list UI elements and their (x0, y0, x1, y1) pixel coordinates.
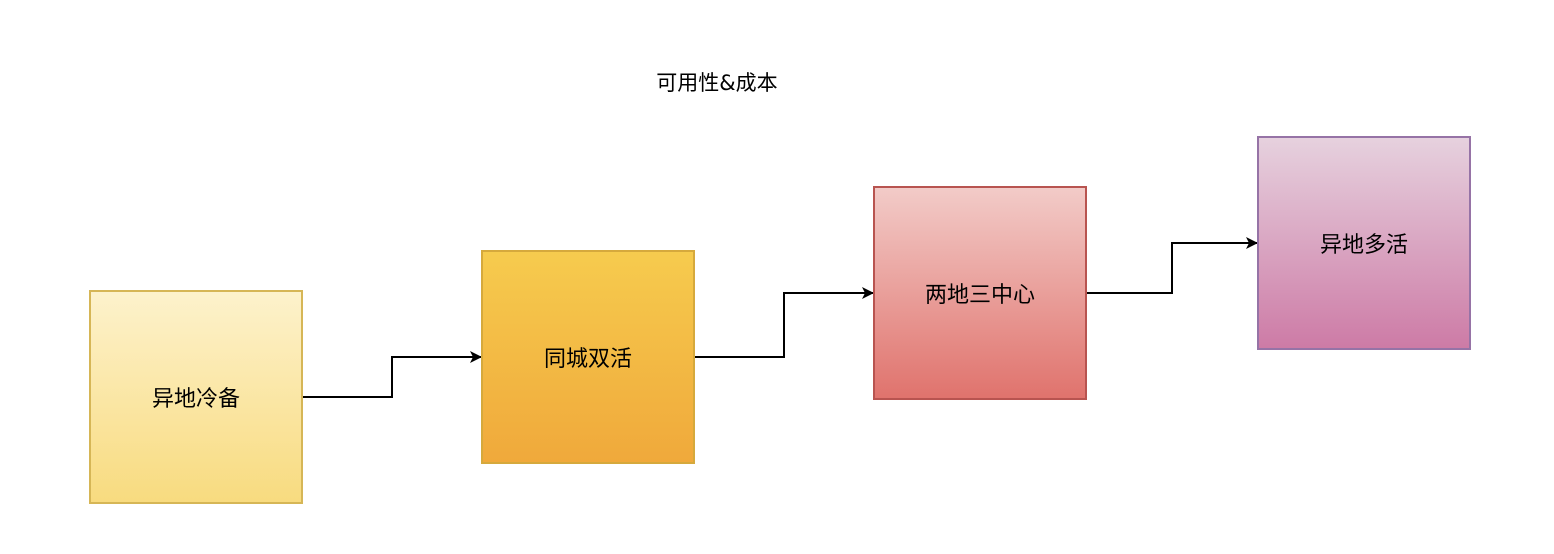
node-same-city-active-active[interactable]: 同城双活 (481, 250, 695, 464)
edge-arrow-2-to-3 (695, 287, 874, 358)
node-label: 两地三中心 (924, 283, 1035, 308)
node-label: 异地多活 (1319, 233, 1408, 258)
node-multi-site-active[interactable]: 异地多活 (1257, 136, 1471, 350)
diagram-title: 可用性&成本 (656, 71, 778, 95)
edge-arrow-3-to-4 (1087, 237, 1258, 294)
node-label: 同城双活 (543, 347, 632, 372)
node-two-sites-three-centers[interactable]: 两地三中心 (873, 186, 1087, 400)
node-cold-standby[interactable]: 异地冷备 (89, 290, 303, 504)
edge-arrow-1-to-2 (303, 351, 482, 398)
node-label: 异地冷备 (151, 387, 240, 412)
